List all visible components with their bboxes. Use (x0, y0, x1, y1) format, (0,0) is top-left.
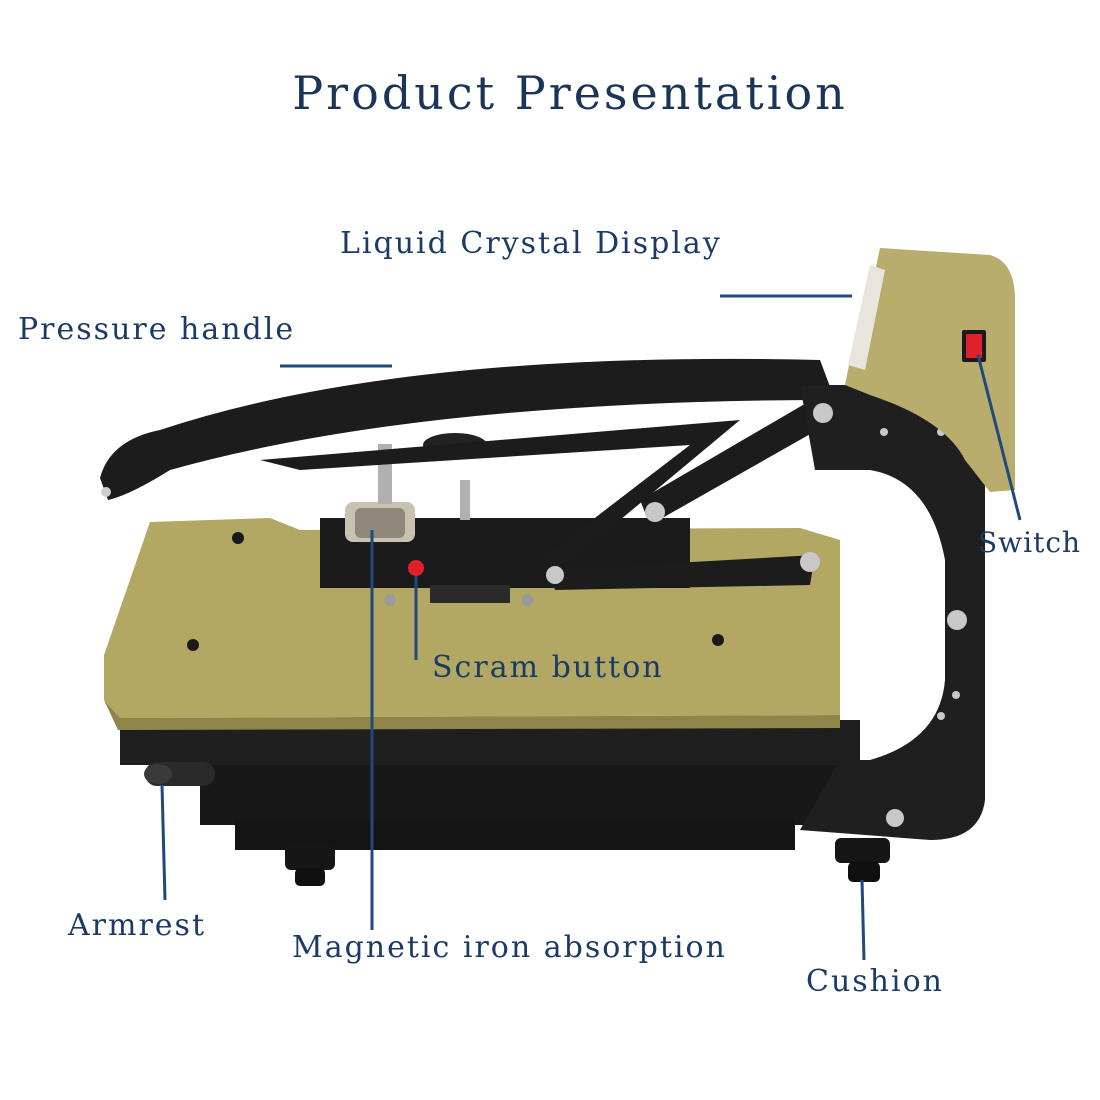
label-armrest: Armrest (68, 908, 206, 943)
leader-cushion (860, 879, 866, 961)
label-switch: Switch (978, 526, 1082, 559)
page-title: Product Presentation (292, 66, 848, 120)
lower-bed (120, 720, 860, 850)
label-magnetic-iron-absorption: Magnetic iron absorption (292, 930, 727, 965)
pressure-handle-arm (100, 358, 835, 590)
leader-lines (160, 294, 1022, 961)
label-pressure-handle: Pressure handle (18, 312, 296, 347)
leader-switch (976, 354, 1022, 521)
armrest-bar (144, 762, 215, 786)
cushion-feet (285, 838, 890, 886)
side-frame (546, 385, 985, 840)
label-liquid-crystal-display: Liquid Crystal Display (340, 226, 722, 261)
control-box (845, 248, 1015, 492)
scram-button (408, 560, 424, 576)
label-cushion: Cushion (806, 964, 944, 999)
label-scram-button: Scram button (432, 650, 664, 685)
leader-armrest (160, 784, 167, 901)
